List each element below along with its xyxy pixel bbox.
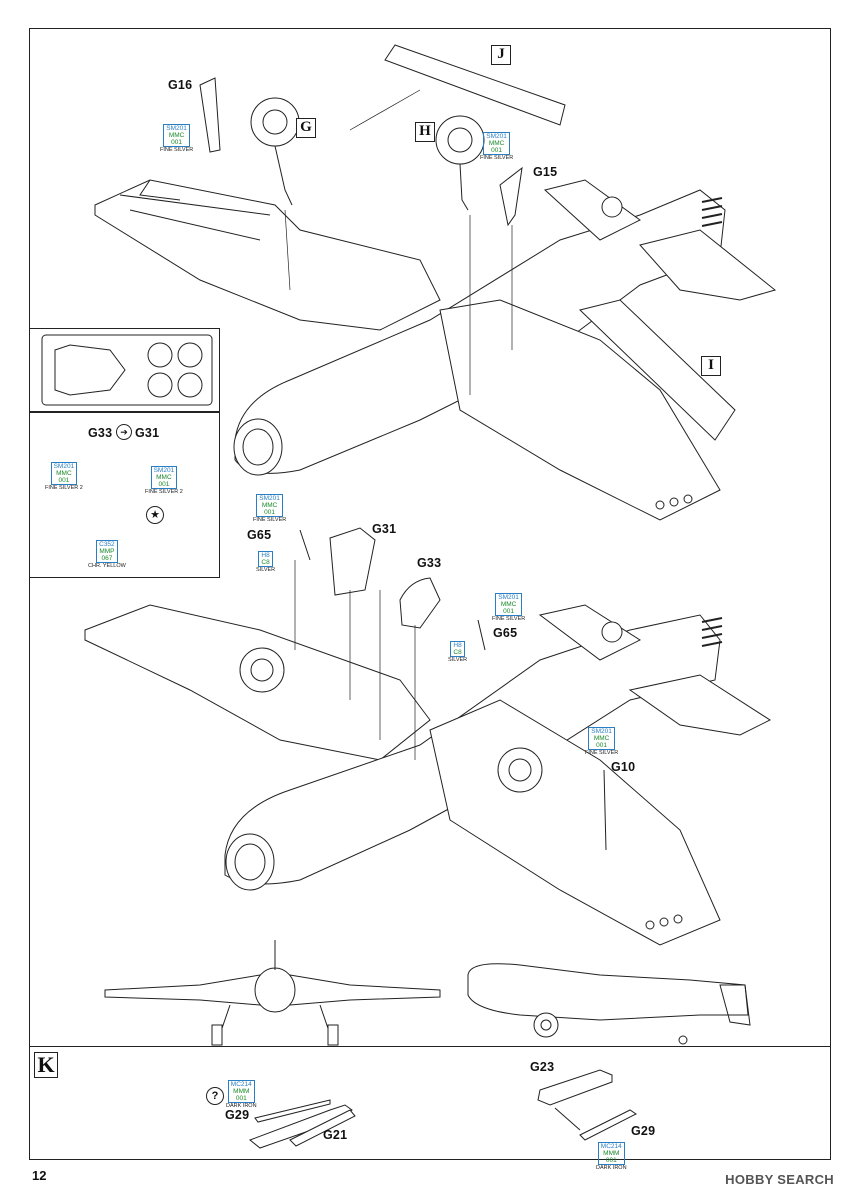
part-g29-b: G29	[631, 1124, 656, 1138]
part-g23: G23	[530, 1060, 555, 1074]
part-g31-inset: G31	[135, 426, 160, 440]
g33-g31-inset	[29, 412, 220, 578]
part-g33-inset: G33	[88, 426, 113, 440]
side-view-drawing	[467, 963, 751, 1045]
section-label-k: K	[34, 1052, 58, 1078]
front-view-drawing	[104, 940, 441, 1046]
section-label-g: G	[296, 118, 316, 138]
star-icon: ★	[146, 506, 164, 524]
part-g65-b: G65	[493, 626, 518, 640]
section-label-i: I	[701, 356, 721, 376]
part-g10: G10	[611, 760, 636, 774]
part-g65-a: G65	[247, 528, 272, 542]
page-number: 12	[32, 1168, 47, 1183]
section-k-drawing	[249, 1069, 637, 1149]
section-divider	[29, 1046, 831, 1047]
section-label-h: H	[415, 122, 435, 142]
part-g31: G31	[372, 522, 397, 536]
bottom-aircraft-drawing	[84, 527, 772, 946]
photoetch-inset	[29, 328, 220, 412]
part-g29-a: G29	[225, 1108, 250, 1122]
info-icon: ?	[206, 1087, 224, 1105]
arrow-icon: ➔	[116, 424, 132, 440]
watermark: HOBBY SEARCH	[725, 1172, 834, 1187]
page-frame	[29, 28, 831, 1160]
part-g33: G33	[417, 556, 442, 570]
top-aircraft-drawing	[94, 44, 777, 521]
section-label-j: J	[491, 45, 511, 65]
part-g21: G21	[323, 1128, 348, 1142]
part-g16: G16	[168, 78, 193, 92]
part-g15: G15	[533, 165, 558, 179]
photoetch-fret-drawing	[41, 334, 213, 406]
